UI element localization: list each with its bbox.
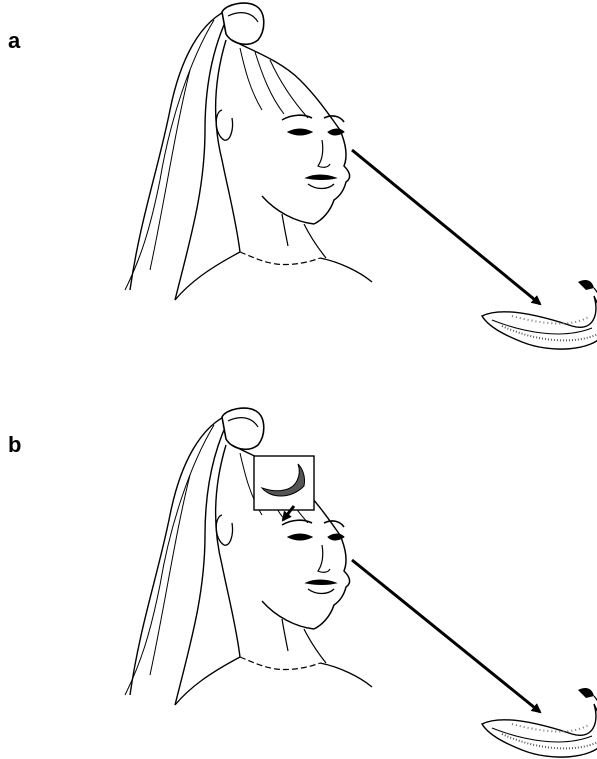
panel-a [125,3,597,349]
panel-b [125,408,597,757]
banana-icon [482,280,597,349]
gaze-arrow-icon [352,560,540,712]
head-profile-icon [125,408,372,705]
banana-icon [482,688,597,757]
gaze-arrow-icon [352,150,540,304]
mental-image-frame-icon [254,456,314,510]
head-profile-icon [125,3,372,300]
